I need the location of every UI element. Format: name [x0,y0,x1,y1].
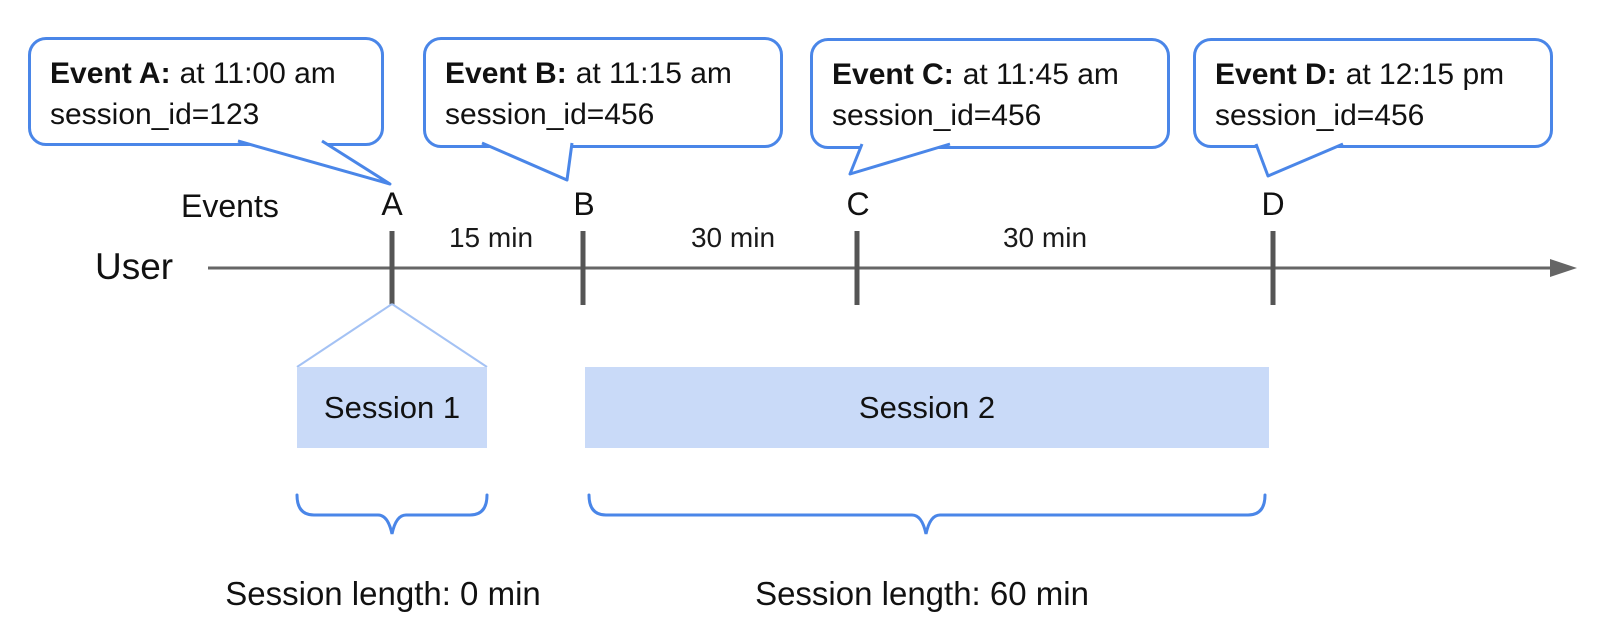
event-letter-a: A [381,186,403,222]
callout-event-c-time: at 11:45 am [962,58,1119,91]
callout-event-a: Event A:at 11:00 am session_id=123 [28,37,384,146]
callout-event-a-session: session_id=123 [50,98,260,131]
callout-event-c: Event C:at 11:45 am session_id=456 [810,38,1170,149]
session2-length-label: Session length: 60 min [755,575,1089,612]
callout-event-a-line1: Event A:at 11:00 am [50,53,363,94]
session2-box: Session 2 [585,367,1269,448]
callout-event-b-time: at 11:15 am [575,57,732,90]
interval-b-c-label: 30 min [690,222,776,253]
callout-event-c-line1: Event C:at 11:45 am [832,54,1149,95]
event-letter-b: B [573,186,595,222]
callout-event-b: Event B:at 11:15 am session_id=456 [423,37,783,148]
event-letter-d: D [1261,186,1285,222]
callout-event-d-line1: Event D:at 12:15 pm [1215,54,1532,95]
session1-funnel-right-line [391,303,488,368]
callout-event-c-session: session_id=456 [832,99,1042,132]
session1-funnel-left-line [296,303,393,368]
callout-event-d-tail [1254,142,1344,178]
callout-event-b-title: Event B: [445,57,567,90]
session2-label: Session 2 [858,389,996,425]
interval-a-b-label: 15 min [448,222,534,253]
callout-event-a-tail [237,139,392,186]
callout-event-d-time: at 12:15 pm [1345,58,1505,91]
session2-brace [587,493,1267,535]
session1-brace [295,493,489,535]
user-axis-label: User [95,246,174,287]
callout-event-a-title: Event A: [50,57,171,90]
timeline-arrowhead-icon [1550,259,1577,277]
callout-event-a-time: at 11:00 am [179,57,336,90]
callout-event-d-title: Event D: [1215,58,1337,91]
session1-box: Session 1 [297,367,487,448]
session1-label: Session 1 [323,389,461,425]
callout-event-b-session: session_id=456 [445,98,655,131]
events-axis-label: Events [181,188,279,224]
interval-c-d-label: 30 min [1002,222,1088,253]
event-letter-c: C [846,186,870,222]
callout-event-b-line1: Event B:at 11:15 am [445,53,762,94]
callout-event-b-tail [481,141,574,182]
callout-event-d-session: session_id=456 [1215,99,1425,132]
callout-event-c-title: Event C: [832,58,954,91]
session1-length-label: Session length: 0 min [225,575,541,612]
callout-event-d: Event D:at 12:15 pm session_id=456 [1193,38,1553,148]
